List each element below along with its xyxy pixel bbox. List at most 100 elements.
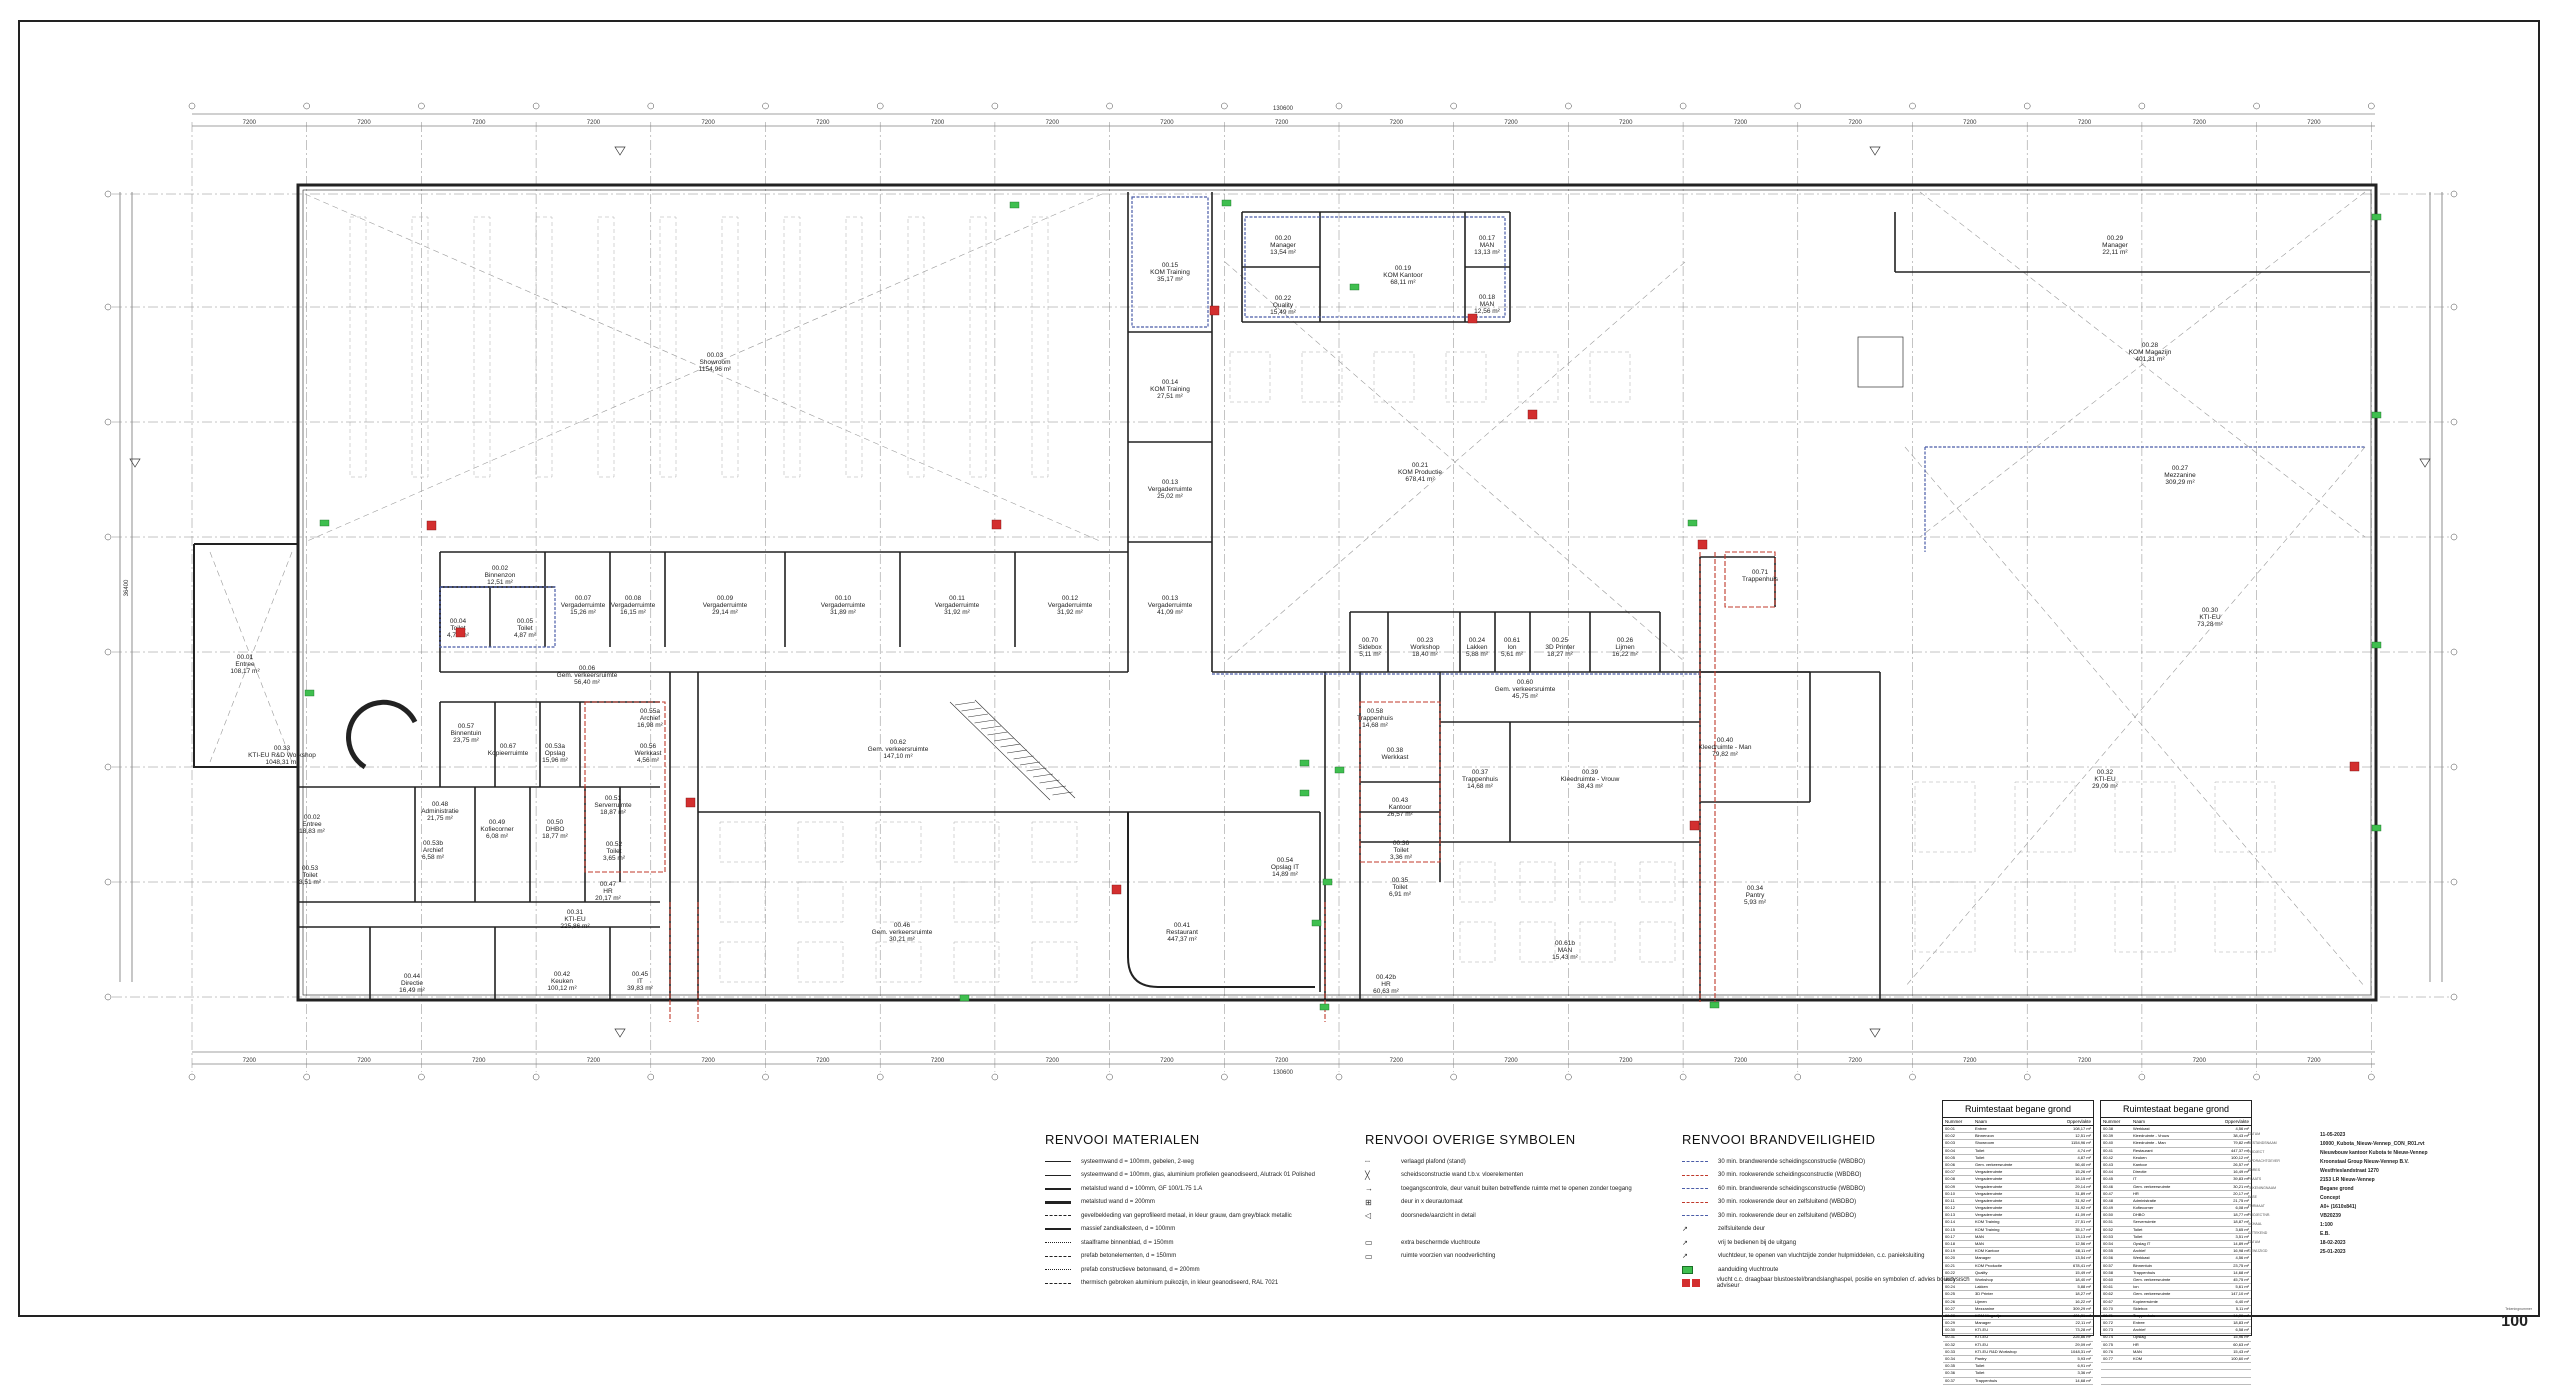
table-cell: 00.67 bbox=[2103, 1298, 2114, 1304]
grid-bubble bbox=[1565, 102, 1572, 110]
table-cell: Binnenzon bbox=[1975, 1133, 1994, 1139]
room-area: 18,83 m² bbox=[299, 828, 325, 835]
table-cell: Trappenhuis bbox=[1975, 1377, 1998, 1383]
room-name: Archief bbox=[640, 715, 660, 722]
legend-label: vluchtdeur, te openen van vluchtzijde zo… bbox=[1718, 1253, 1925, 1260]
table-cell: 00.56 bbox=[2103, 1255, 2114, 1261]
room-number: 00.31 bbox=[567, 909, 584, 916]
table-cell: Keuken bbox=[2133, 1154, 2147, 1160]
room-number: 00.18 bbox=[1479, 294, 1496, 301]
room-area: 16,98 m² bbox=[637, 722, 663, 729]
table-cell: DHBO bbox=[2133, 1212, 2145, 1218]
room-area: 18,87 m² bbox=[600, 809, 626, 816]
table-cell: 4,87 m² bbox=[2077, 1154, 2091, 1160]
room-area: 401,31 m² bbox=[2135, 356, 2165, 363]
title-block-key: Schaal bbox=[2248, 1222, 2263, 1226]
grid-bubble bbox=[188, 102, 196, 110]
grid-bubble bbox=[647, 1073, 655, 1081]
table-cell: 00.30 bbox=[1945, 1327, 1956, 1333]
title-block-row: Datum11-05-2023 bbox=[2248, 1132, 2538, 1138]
bay-dimension: 7200 bbox=[472, 120, 486, 126]
room-name: Toilet bbox=[302, 872, 317, 879]
table-cell: KOM Training bbox=[1975, 1226, 2000, 1232]
emergency-light-marker bbox=[1221, 199, 1232, 207]
room-area: 29,14 m² bbox=[712, 609, 738, 616]
table-cell: 00.20 bbox=[1945, 1255, 1956, 1261]
legend-label: vlucht c.c. draagbaar blustoestel/brands… bbox=[1716, 1277, 1970, 1290]
room-name: MAN bbox=[1558, 947, 1573, 954]
grid-bubble bbox=[1679, 102, 1687, 110]
room-name: Toilet bbox=[606, 848, 621, 855]
grid-bubble bbox=[2138, 1073, 2146, 1081]
room-number: 00.33 bbox=[274, 745, 291, 752]
table-cell: 00.49 bbox=[2103, 1205, 2114, 1211]
room-area: 3,36 m² bbox=[1390, 854, 1413, 861]
table-cell: KOM bbox=[2133, 1356, 2143, 1361]
room-number: 00.42b bbox=[1376, 974, 1396, 981]
table-cell: 68,11 m² bbox=[2075, 1248, 2092, 1254]
room-name: Vergaderruimte bbox=[611, 602, 656, 609]
room-area: 16,15 m² bbox=[620, 609, 646, 616]
table-cell: 18,27 m² bbox=[2075, 1291, 2091, 1297]
legend-label: doorsnede/aanzicht in detail bbox=[1401, 1212, 1476, 1219]
grid-bubble bbox=[1794, 102, 1802, 110]
legend-row: ⊞deur in x deurautomaat bbox=[1365, 1196, 1665, 1210]
grid-bubble bbox=[104, 878, 112, 886]
table-cell: Manager bbox=[1975, 1320, 1991, 1326]
title-block-key: Datum bbox=[2248, 1132, 2261, 1136]
section-marker-icon bbox=[1869, 1028, 1881, 1038]
legend-label: gevelbekleding van geprofileerd metaal, … bbox=[1081, 1212, 1292, 1219]
table-cell: Vergaderruimte bbox=[1975, 1205, 2003, 1211]
main-stair bbox=[949, 699, 1076, 801]
table-cell: 00.24 bbox=[1945, 1284, 1956, 1290]
room-number: 00.26 bbox=[1617, 637, 1634, 644]
legend-row: ▭ruimte voorzien van noodverlichting bbox=[1365, 1250, 1665, 1264]
room-area: 100,12 m² bbox=[547, 985, 577, 992]
legend-symbol-icon: ▭ bbox=[1365, 1238, 1373, 1248]
room-name: KOM Training bbox=[1150, 269, 1190, 276]
table-cell: 00.77 bbox=[2103, 1356, 2114, 1361]
room-area: 41,09 m² bbox=[1157, 609, 1183, 616]
room-number: 00.52 bbox=[606, 841, 623, 848]
room-area: 22,11 m² bbox=[2102, 249, 2128, 256]
room-name: Manager bbox=[1270, 242, 1296, 249]
bay-dimension: 7200 bbox=[357, 1058, 371, 1064]
legend-row: ↗vrij te bedienen bij de uitgang bbox=[1682, 1236, 1982, 1250]
table-cell: 00.75 bbox=[2103, 1341, 2114, 1347]
emergency-light-marker bbox=[959, 994, 970, 1002]
title-block-value: Concept bbox=[2320, 1195, 2340, 1201]
fire-extinguisher-marker bbox=[685, 797, 696, 808]
title-block-key: Getekend bbox=[2248, 1231, 2268, 1235]
room-name: HR bbox=[1381, 981, 1391, 988]
table-cell: Kleedruimte - Man bbox=[2133, 1140, 2166, 1146]
table-cell: Vergaderruimte bbox=[1975, 1190, 2003, 1196]
room-area: 5,11 m² bbox=[1359, 651, 1381, 658]
table-cell: 6,40 m² bbox=[2235, 1298, 2249, 1304]
table-cell: KOM Magazijn bbox=[1975, 1312, 2002, 1318]
title-block-value: A0+ (1610x841) bbox=[2320, 1204, 2357, 1210]
fire-extinguisher-marker bbox=[1467, 313, 1478, 324]
room-area: 14,89 m² bbox=[1272, 871, 1298, 878]
